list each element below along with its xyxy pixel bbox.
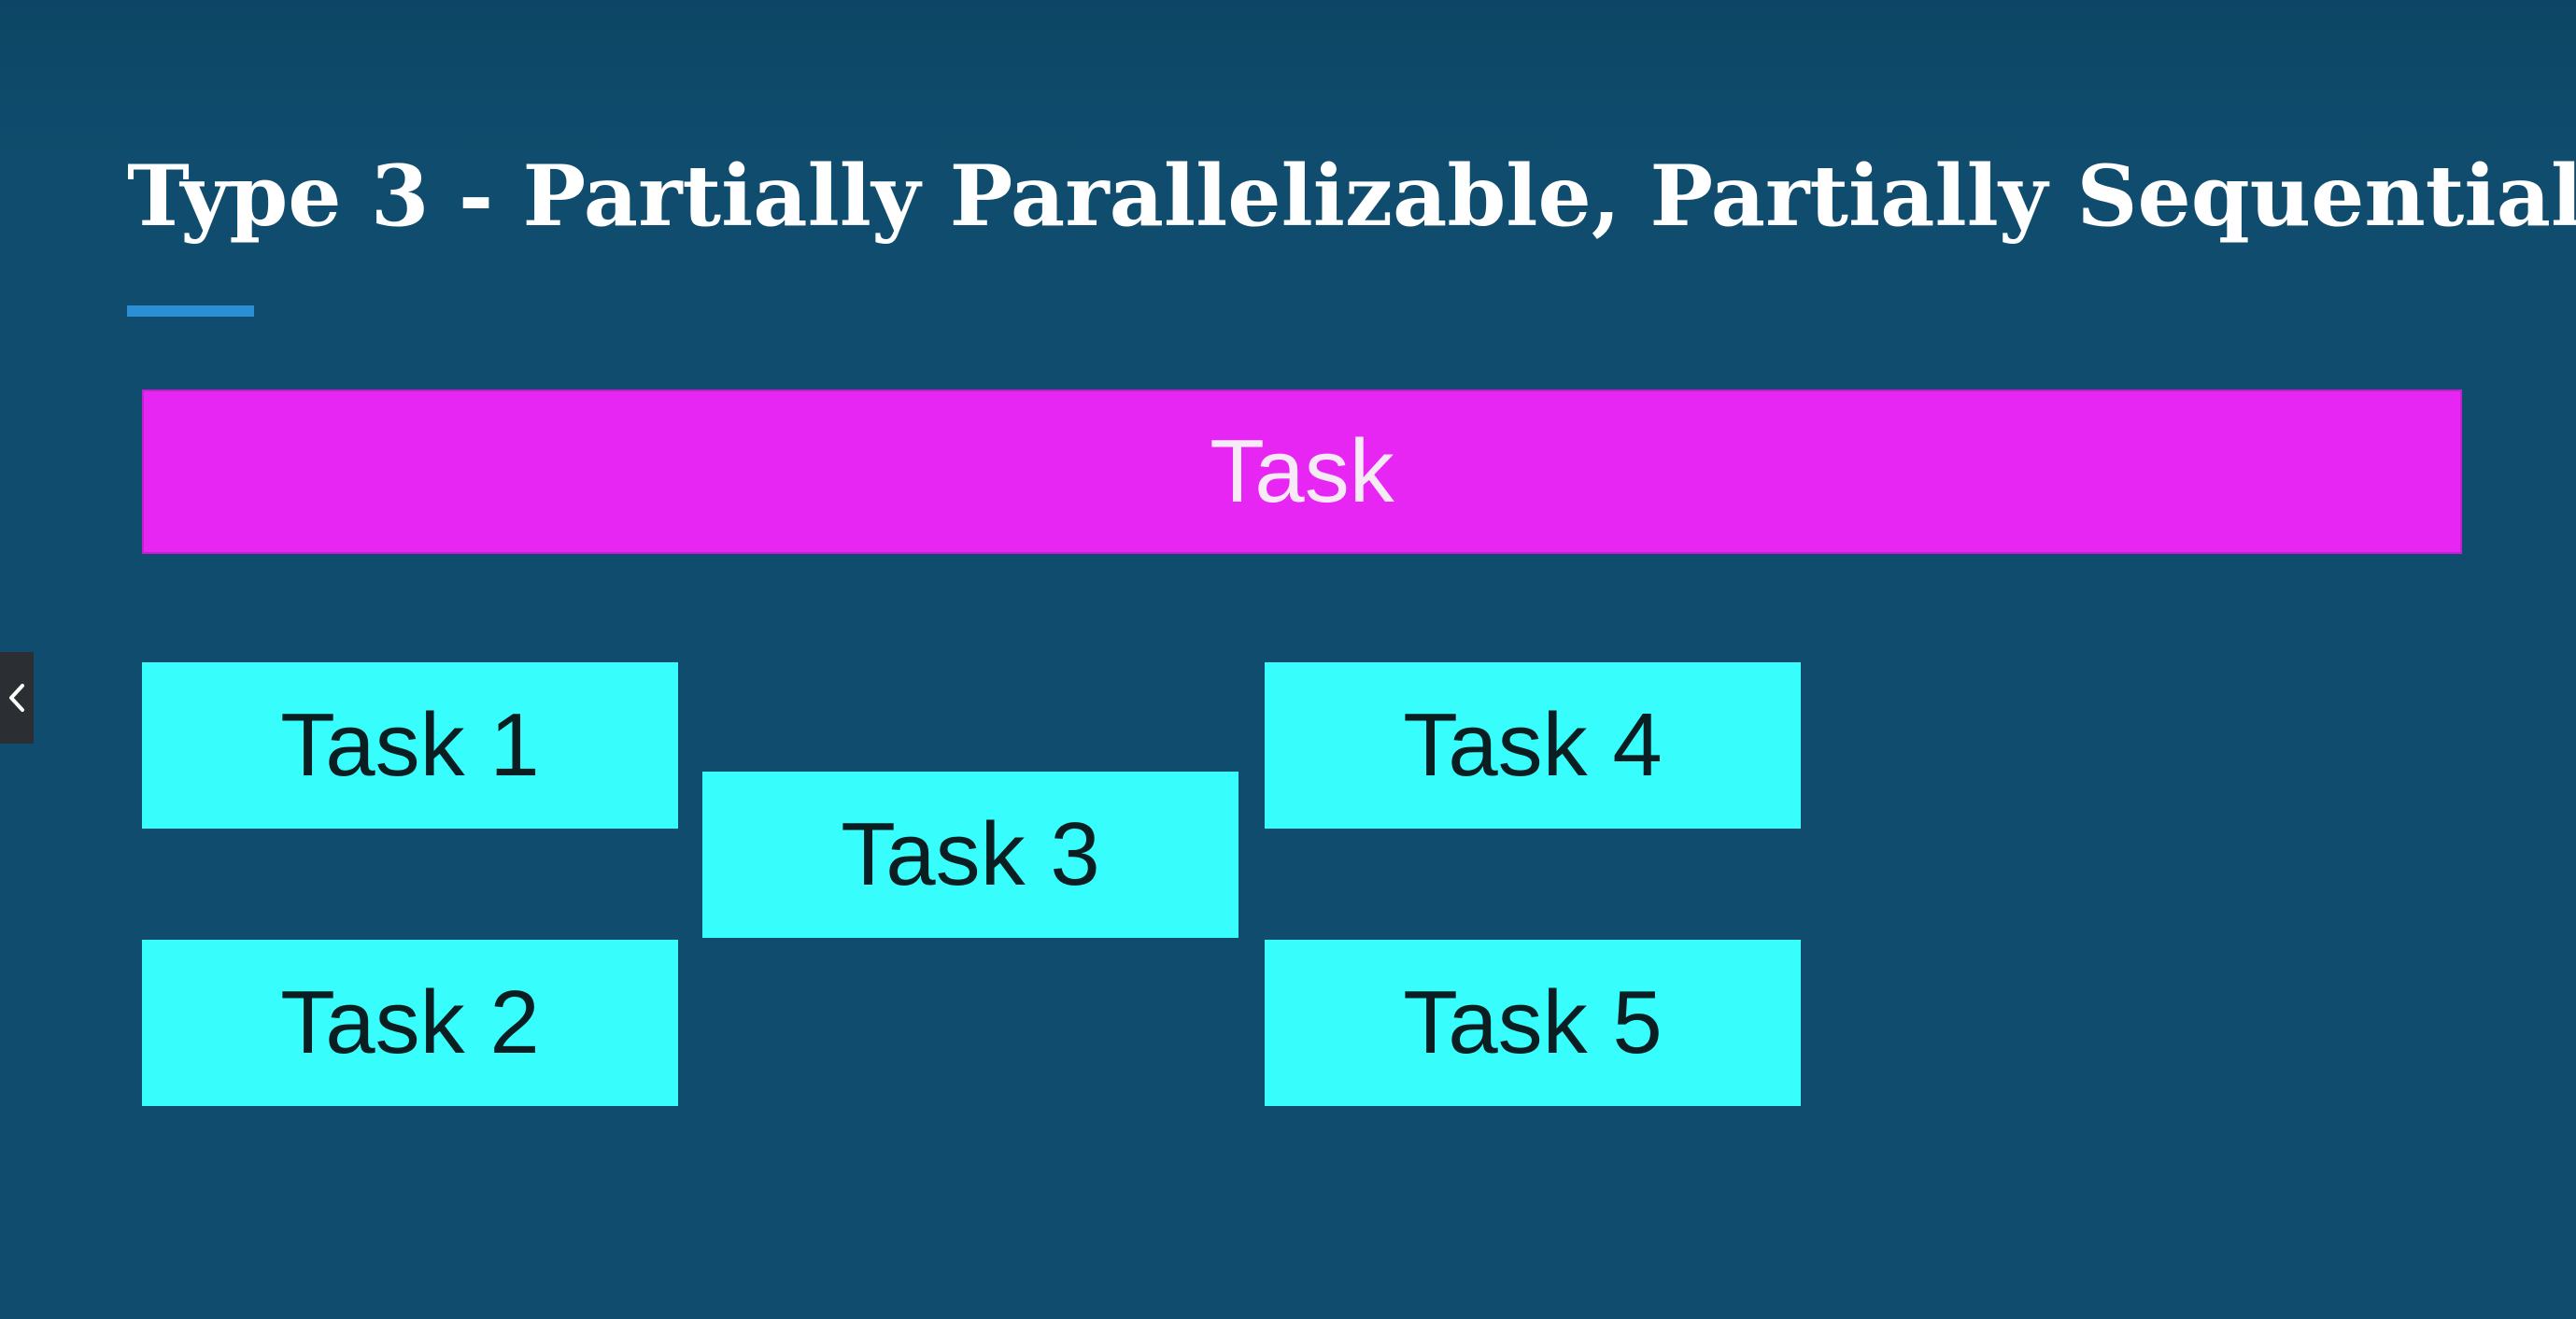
task-1-box: Task 1 [142, 662, 678, 829]
previous-slide-button[interactable] [0, 652, 34, 744]
task-5-box: Task 5 [1265, 940, 1801, 1106]
task-5-label: Task 5 [1403, 972, 1663, 1072]
slide-title: Type 3 - Partially Parallelizable, Parti… [127, 147, 2576, 246]
task-2-label: Task 2 [280, 972, 540, 1072]
main-task-box: Task [142, 390, 2462, 554]
main-task-label: Task [1210, 421, 1394, 521]
title-underline [127, 305, 254, 317]
task-1-label: Task 1 [280, 695, 540, 795]
task-4-box: Task 4 [1265, 662, 1801, 829]
task-3-label: Task 3 [841, 804, 1100, 904]
task-3-box: Task 3 [702, 772, 1238, 938]
task-2-box: Task 2 [142, 940, 678, 1106]
chevron-left-icon [7, 682, 27, 714]
task-4-label: Task 4 [1403, 695, 1663, 795]
